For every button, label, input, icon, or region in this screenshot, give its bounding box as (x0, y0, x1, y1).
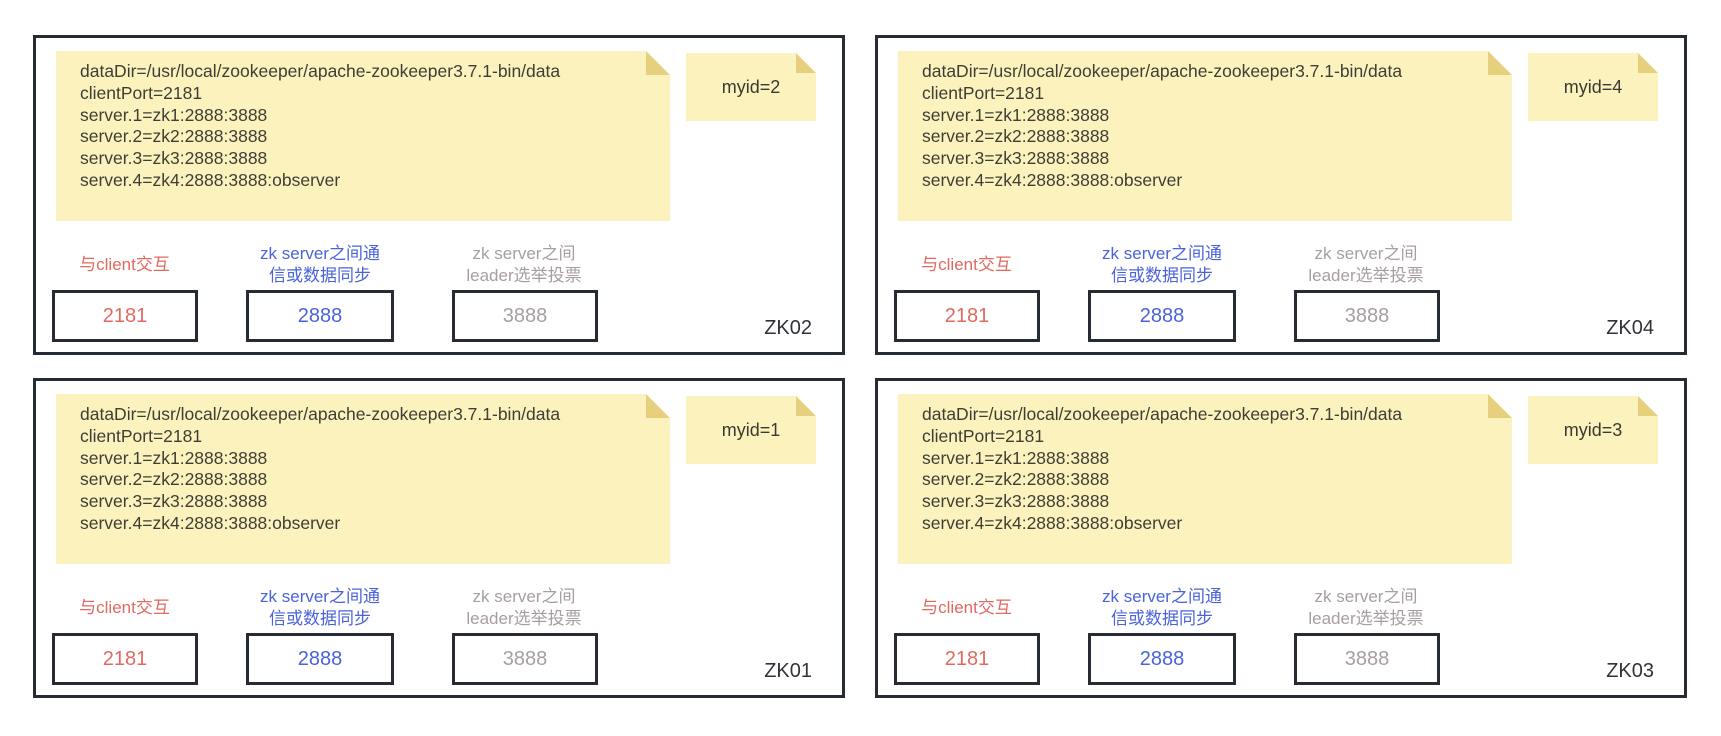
sync-port-label: zk server之间通 信或数据同步 (260, 587, 380, 628)
server-name-label: ZK02 (764, 317, 812, 339)
server-panel-zk03: dataDir=/usr/local/zookeeper/apache-zook… (875, 378, 1687, 698)
myid-sticky-note: myid=2 (686, 53, 816, 121)
sync-port-box: 2888 (1088, 633, 1236, 685)
myid-value: myid=1 (721, 419, 781, 440)
election-port-box: 3888 (452, 290, 598, 342)
config-sticky-note: dataDir=/usr/local/zookeeper/apache-zook… (898, 394, 1512, 564)
client-port-box: 2181 (894, 290, 1040, 342)
election-port-box: 3888 (1294, 633, 1440, 685)
config-sticky-note: dataDir=/usr/local/zookeeper/apache-zook… (56, 394, 670, 564)
client-port-box: 2181 (52, 633, 198, 685)
sync-port-box: 2888 (246, 633, 394, 685)
server-name-label: ZK04 (1606, 317, 1654, 339)
server-name-label: ZK03 (1606, 660, 1654, 682)
sync-port-label: zk server之间通 信或数据同步 (260, 244, 380, 285)
client-port-label: 与client交互 (921, 598, 1012, 617)
client-port-label: 与client交互 (79, 255, 170, 274)
myid-value: myid=3 (1563, 419, 1623, 440)
client-port-box: 2181 (52, 290, 198, 342)
sync-port-label: zk server之间通 信或数据同步 (1102, 587, 1222, 628)
server-panel-zk01: dataDir=/usr/local/zookeeper/apache-zook… (33, 378, 845, 698)
client-port-label: 与client交互 (79, 598, 170, 617)
election-port-box: 3888 (452, 633, 598, 685)
election-port-box: 3888 (1294, 290, 1440, 342)
election-port-label: zk server之间 leader选举投票 (1308, 587, 1424, 628)
sync-port-box: 2888 (1088, 290, 1236, 342)
server-name-label: ZK01 (764, 660, 812, 682)
election-port-label: zk server之间 leader选举投票 (466, 244, 582, 285)
myid-value: myid=4 (1563, 76, 1623, 97)
server-panel-zk04: dataDir=/usr/local/zookeeper/apache-zook… (875, 35, 1687, 355)
myid-sticky-note: myid=1 (686, 396, 816, 464)
myid-sticky-note: myid=3 (1528, 396, 1658, 464)
sync-port-box: 2888 (246, 290, 394, 342)
myid-value: myid=2 (721, 76, 781, 97)
election-port-label: zk server之间 leader选举投票 (466, 587, 582, 628)
config-sticky-note: dataDir=/usr/local/zookeeper/apache-zook… (56, 51, 670, 221)
client-port-label: 与client交互 (921, 255, 1012, 274)
server-panel-zk02: dataDir=/usr/local/zookeeper/apache-zook… (33, 35, 845, 355)
config-sticky-note: dataDir=/usr/local/zookeeper/apache-zook… (898, 51, 1512, 221)
myid-sticky-note: myid=4 (1528, 53, 1658, 121)
client-port-box: 2181 (894, 633, 1040, 685)
election-port-label: zk server之间 leader选举投票 (1308, 244, 1424, 285)
sync-port-label: zk server之间通 信或数据同步 (1102, 244, 1222, 285)
